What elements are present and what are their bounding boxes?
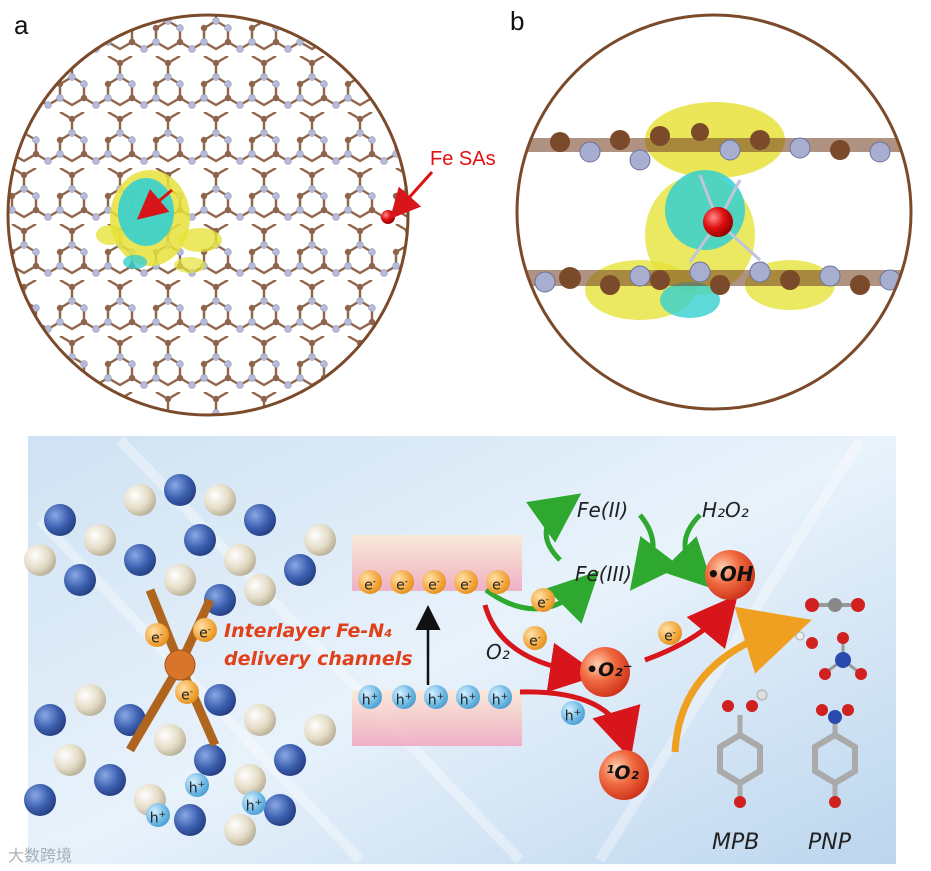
lower-sheet <box>24 684 336 846</box>
arrow-pollutant-degradation <box>675 628 785 752</box>
label-o2: O₂ <box>486 640 510 664</box>
electron-badge: e- <box>531 588 555 612</box>
arrow-superoxide-to-oh <box>645 610 725 660</box>
arrow-fe3-to-fe2 <box>546 505 565 560</box>
panel-c-background <box>28 436 896 864</box>
hole-badge: h+ <box>358 685 382 709</box>
electron-badge: e- <box>658 621 682 645</box>
sheet-bottom-b <box>520 262 920 295</box>
fe-sas-callout: Fe SAs <box>430 148 496 171</box>
hole-badge: h+ <box>456 685 480 709</box>
hole-badge: h+ <box>424 685 448 709</box>
arrow-h2o2-to-oh <box>685 515 700 575</box>
fe-n4-channel <box>130 590 215 750</box>
label-fe2: Fe(II) <box>577 498 628 522</box>
electron-badge: e- <box>422 570 446 594</box>
lattice-side-view <box>515 15 920 415</box>
label-pnp: PNP <box>808 830 851 855</box>
electron-badge: e- <box>358 570 382 594</box>
hole-badge: h+ <box>488 685 512 709</box>
hole-badge: h+ <box>392 685 416 709</box>
electron-badge: e- <box>454 570 478 594</box>
label-superoxide: •O₂⁻ <box>586 659 633 681</box>
channel-label-line1: Interlayer Fe-N₄ <box>224 620 392 642</box>
lattice-top-view <box>0 0 420 420</box>
label-oh-radical: •OH <box>707 562 754 586</box>
molecule-mpb <box>720 690 767 808</box>
label-fe3: Fe(III) <box>575 562 632 586</box>
hole-badge: h+ <box>185 773 209 797</box>
panel-label-a: a <box>14 10 28 41</box>
electron-badge: e- <box>390 570 414 594</box>
sheet-top-b <box>520 123 920 170</box>
fe-atom-a <box>381 210 395 224</box>
electron-badge: e- <box>193 618 217 642</box>
label-singlet-oxygen: ¹O₂ <box>606 762 639 784</box>
arrow-fe2-to-fe3 <box>640 515 653 575</box>
channel-label-line2: delivery channels <box>224 648 413 670</box>
upper-sheet <box>24 470 360 616</box>
fe-atom-c <box>165 650 195 680</box>
label-mpb: MPB <box>712 830 759 855</box>
electron-badge: e- <box>175 680 199 704</box>
watermark: 大数跨境 <box>8 842 72 866</box>
molecule-pnp <box>815 704 855 808</box>
hole-badge: h+ <box>561 701 585 725</box>
hole-badge: h+ <box>242 791 266 815</box>
electron-badge: e- <box>523 626 547 650</box>
hole-badge: h+ <box>146 803 170 827</box>
electron-badge: e- <box>486 570 510 594</box>
fe-atom-b <box>703 207 733 237</box>
label-h2o2: H₂O₂ <box>702 498 749 522</box>
isosurface-b <box>585 102 835 320</box>
isosurface-a <box>96 170 222 273</box>
product-molecules <box>796 598 867 680</box>
panel-label-b: b <box>510 6 524 37</box>
panel-label-c: c <box>36 432 49 463</box>
electron-badge: e- <box>145 623 169 647</box>
